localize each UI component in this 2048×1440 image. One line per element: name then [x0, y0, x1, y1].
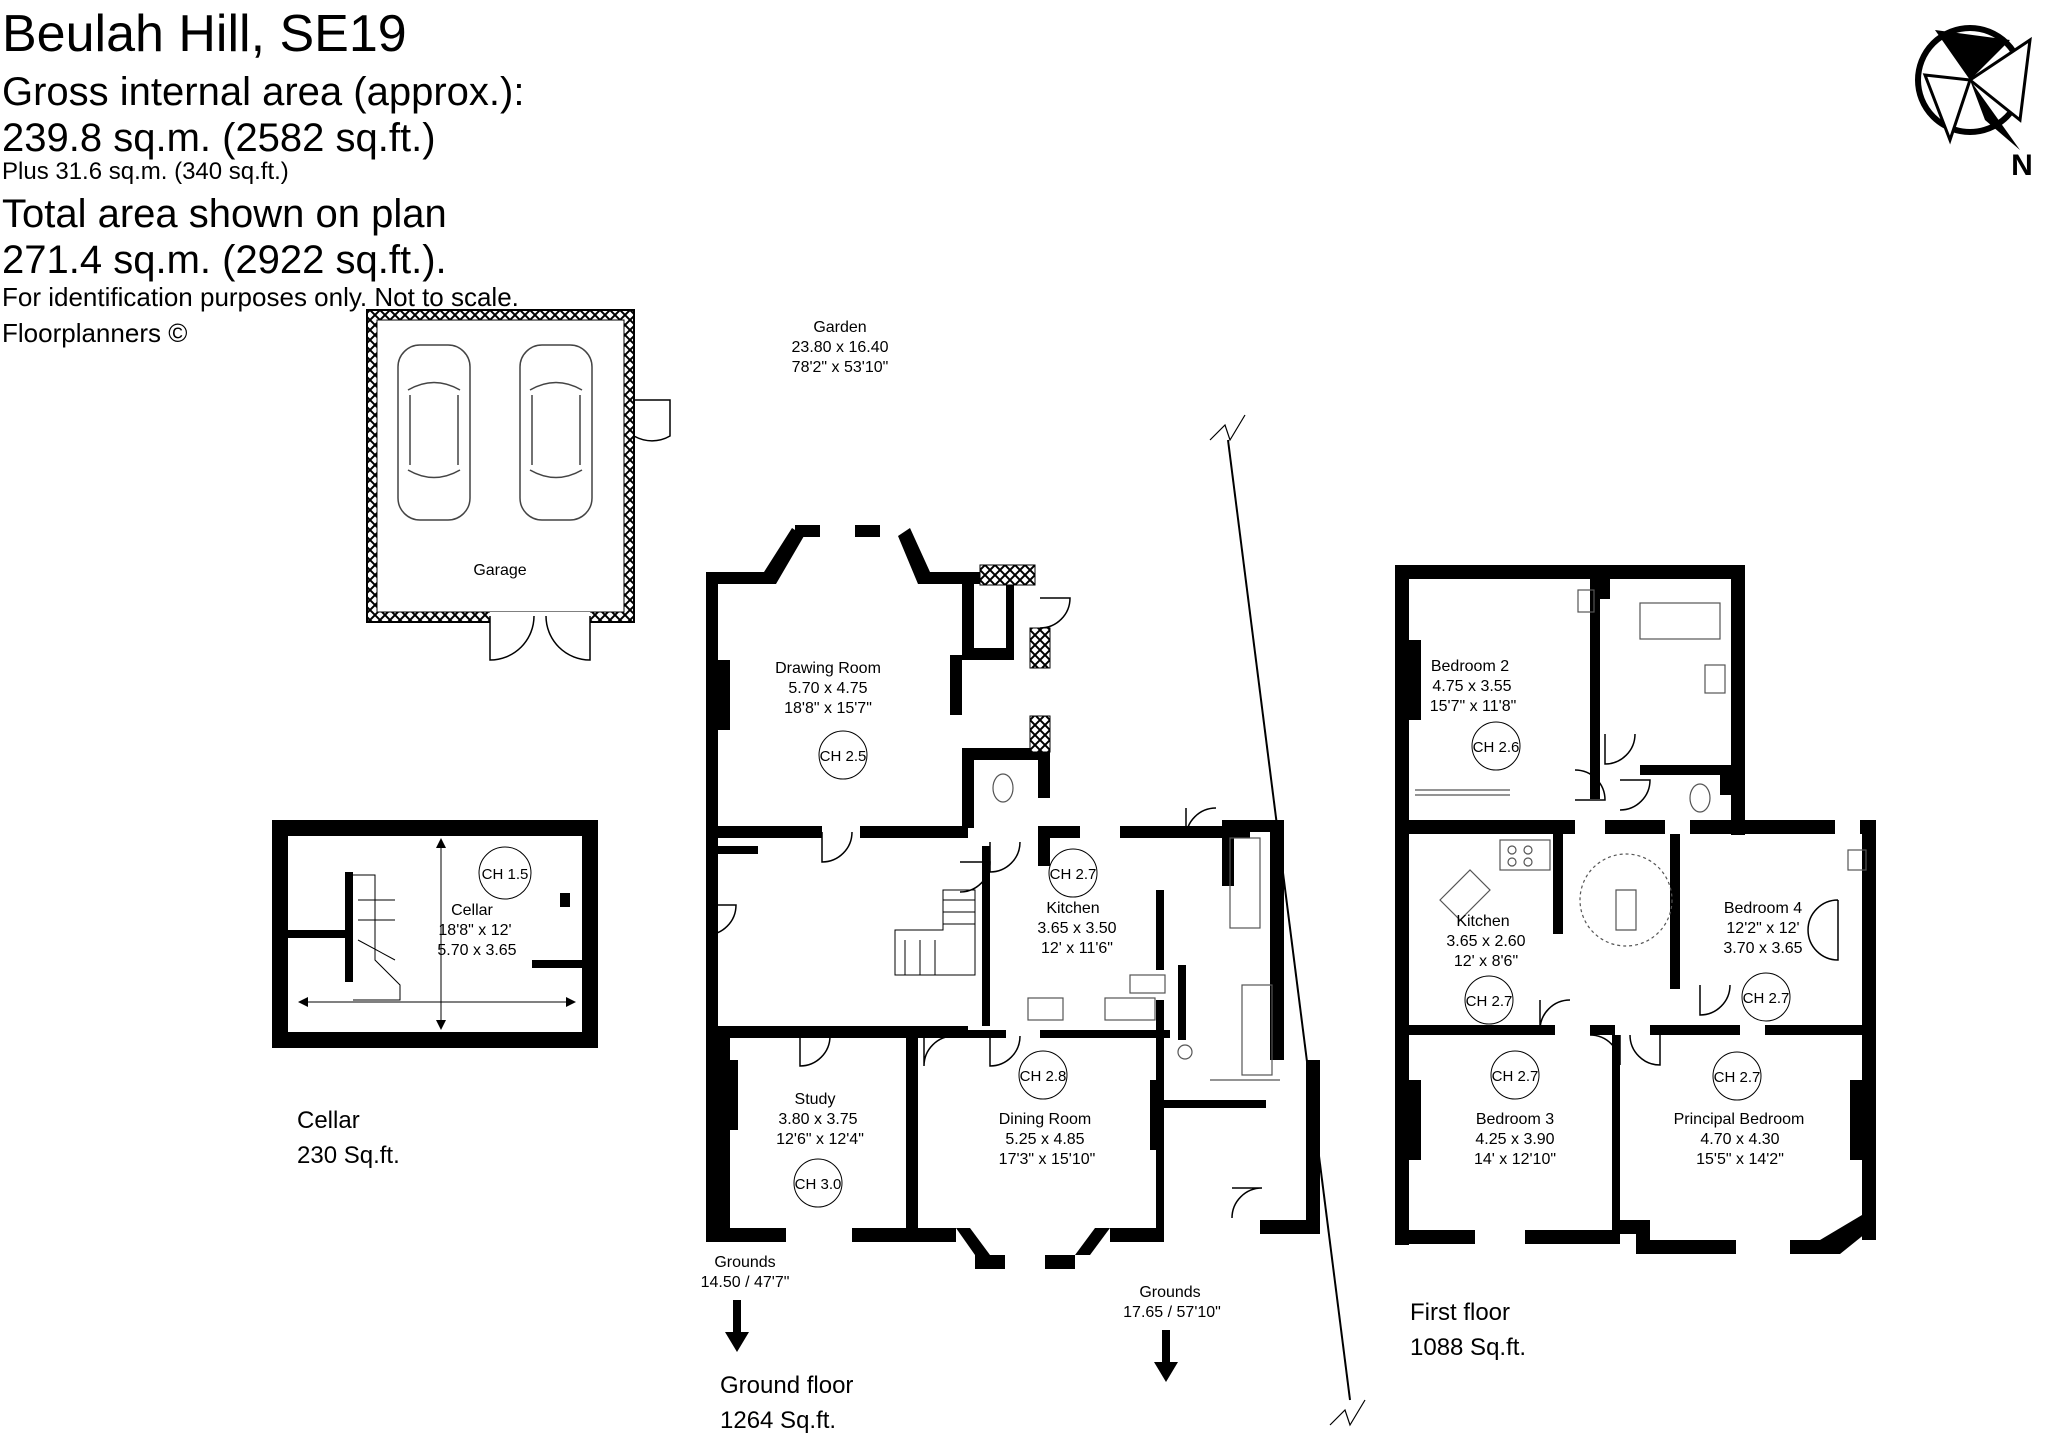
- svg-text:3.80 x 3.75: 3.80 x 3.75: [778, 1111, 857, 1128]
- cellar-metric: 5.70 x 3.65: [437, 942, 516, 959]
- svg-text:4.75 x 3.55: 4.75 x 3.55: [1432, 678, 1511, 695]
- svg-text:15'5" x 14'2": 15'5" x 14'2": [1696, 1151, 1784, 1168]
- svg-text:Dining Room: Dining Room: [999, 1111, 1091, 1128]
- room-principal-bedroom: CH 2.7 Principal Bedroom 4.70 x 4.30 15'…: [1674, 1051, 1805, 1168]
- cellar-floor-area: 230 Sq.ft.: [297, 1142, 400, 1169]
- svg-text:18'8" x 15'7": 18'8" x 15'7": [784, 700, 872, 717]
- gia-label: Gross internal area (approx.):: [2, 70, 525, 114]
- svg-text:CH 2.6: CH 2.6: [1473, 739, 1520, 756]
- disclaimer: For identification purposes only. Not to…: [2, 282, 519, 312]
- gia-value: 239.8 sq.m. (2582 sq.ft.): [2, 116, 436, 160]
- total-value: 271.4 sq.m. (2922 sq.ft.).: [2, 238, 447, 282]
- ground-floor-hatched-stores: [979, 564, 1051, 753]
- svg-text:3.65 x 3.50: 3.65 x 3.50: [1037, 920, 1116, 937]
- ground-floor-label: Ground floor: [720, 1372, 853, 1399]
- svg-text:Bedroom 3: Bedroom 3: [1476, 1111, 1554, 1128]
- first-floor-plan: [1395, 565, 1876, 1254]
- plus-area: Plus 31.6 sq.m. (340 sq.ft.): [2, 158, 289, 185]
- room-bedroom-4: Bedroom 4 12'2" x 12' 3.70 x 3.65 CH 2.7: [1723, 900, 1803, 1022]
- svg-text:Garden: Garden: [813, 319, 866, 336]
- site-boundary-line: [1209, 414, 1366, 1427]
- svg-text:12' x 11'6": 12' x 11'6": [1041, 940, 1113, 957]
- cellar-ch: CH 1.5: [482, 866, 529, 883]
- svg-text:CH 2.7: CH 2.7: [1492, 1068, 1539, 1085]
- svg-text:Drawing Room: Drawing Room: [775, 660, 881, 677]
- svg-text:CH 2.8: CH 2.8: [1020, 1068, 1067, 1085]
- svg-text:CH 3.0: CH 3.0: [795, 1176, 842, 1193]
- svg-text:CH 2.7: CH 2.7: [1466, 993, 1513, 1010]
- svg-text:5.70 x 4.75: 5.70 x 4.75: [788, 680, 867, 697]
- room-drawing-room: Drawing Room 5.70 x 4.75 18'8" x 15'7" C…: [775, 660, 881, 780]
- svg-text:17.65 / 57'10": 17.65 / 57'10": [1123, 1304, 1221, 1321]
- svg-text:CH 2.7: CH 2.7: [1050, 866, 1097, 883]
- room-bedroom-2: Bedroom 2 4.75 x 3.55 15'7" x 11'8" CH 2…: [1430, 658, 1521, 771]
- svg-text:5.25 x 4.85: 5.25 x 4.85: [1005, 1131, 1084, 1148]
- cellar-name: Cellar: [451, 902, 493, 919]
- first-floor-fixtures: [1415, 589, 1867, 947]
- grounds-arrow-right: Grounds 17.65 / 57'10": [1123, 1284, 1221, 1382]
- room-kitchen-first: Kitchen 3.65 x 2.60 12' x 8'6" CH 2.7: [1446, 913, 1526, 1025]
- svg-text:Principal Bedroom: Principal Bedroom: [1674, 1111, 1805, 1128]
- svg-text:3.65 x 2.60: 3.65 x 2.60: [1446, 933, 1525, 950]
- first-floor-doors: [1539, 733, 1839, 1066]
- credit: Floorplanners ©: [2, 318, 188, 348]
- ground-floor-plan: [706, 525, 1320, 1269]
- garage: Garage: [366, 309, 671, 661]
- grounds-arrow-left: Grounds 14.50 / 47'7": [701, 1254, 790, 1352]
- cellar-imperial: 18'8" x 12': [438, 922, 511, 939]
- room-study: Study 3.80 x 3.75 12'6" x 12'4" CH 3.0: [776, 1091, 864, 1208]
- garage-label: Garage: [473, 562, 526, 579]
- first-floor-area: 1088 Sq.ft.: [1410, 1334, 1526, 1361]
- svg-text:17'3" x 15'10": 17'3" x 15'10": [999, 1151, 1096, 1168]
- svg-text:Bedroom 4: Bedroom 4: [1724, 900, 1802, 917]
- svg-text:CH 2.7: CH 2.7: [1743, 990, 1790, 1007]
- cellar-plan: CH 1.5 Cellar 18'8" x 12' 5.70 x 3.65: [272, 820, 598, 1048]
- svg-text:Kitchen: Kitchen: [1456, 913, 1509, 930]
- ground-floor-fixtures: [992, 773, 1280, 1081]
- cellar-floor-label: Cellar: [297, 1107, 360, 1134]
- compass-icon: N: [1915, 25, 2033, 182]
- ground-floor-doors: [705, 597, 1263, 1219]
- car-icon: [519, 344, 593, 521]
- room-bedroom-3: CH 2.7 Bedroom 3 4.25 x 3.90 14' x 12'10…: [1474, 1050, 1556, 1168]
- svg-text:Study: Study: [795, 1091, 836, 1108]
- ground-floor-area: 1264 Sq.ft.: [720, 1407, 836, 1434]
- svg-text:CH 2.5: CH 2.5: [820, 748, 867, 765]
- garden-label: Garden 23.80 x 16.40 78'2" x 53'10": [792, 319, 889, 376]
- room-dining-room: CH 2.8 Dining Room 5.25 x 4.85 17'3" x 1…: [999, 1050, 1096, 1168]
- svg-text:4.25 x 3.90: 4.25 x 3.90: [1475, 1131, 1554, 1148]
- svg-text:14.50 / 47'7": 14.50 / 47'7": [701, 1274, 790, 1291]
- svg-text:78'2" x 53'10": 78'2" x 53'10": [792, 359, 889, 376]
- svg-text:Grounds: Grounds: [1139, 1284, 1200, 1301]
- svg-text:23.80 x 16.40: 23.80 x 16.40: [792, 339, 889, 356]
- first-floor-label: First floor: [1410, 1299, 1510, 1326]
- svg-text:14' x 12'10": 14' x 12'10": [1474, 1151, 1556, 1168]
- svg-text:15'7" x 11'8": 15'7" x 11'8": [1430, 698, 1517, 715]
- svg-text:12'6" x 12'4": 12'6" x 12'4": [776, 1131, 864, 1148]
- svg-text:Bedroom 2: Bedroom 2: [1431, 658, 1509, 675]
- room-kitchen-ground: CH 2.7 Kitchen 3.65 x 3.50 12' x 11'6": [1037, 848, 1117, 957]
- svg-text:3.70 x 3.65: 3.70 x 3.65: [1723, 940, 1802, 957]
- car-icon: [397, 344, 471, 521]
- svg-text:12'2" x 12': 12'2" x 12': [1726, 920, 1799, 937]
- svg-text:4.70 x 4.30: 4.70 x 4.30: [1700, 1131, 1779, 1148]
- ground-floor-stairs: [894, 889, 976, 976]
- svg-text:Kitchen: Kitchen: [1046, 900, 1099, 917]
- compass-north-label: N: [2011, 149, 2033, 182]
- svg-text:12' x 8'6": 12' x 8'6": [1454, 953, 1518, 970]
- page-title: Beulah Hill, SE19: [2, 5, 407, 63]
- svg-text:Grounds: Grounds: [714, 1254, 775, 1271]
- svg-text:CH 2.7: CH 2.7: [1714, 1069, 1761, 1086]
- total-label: Total area shown on plan: [2, 192, 447, 236]
